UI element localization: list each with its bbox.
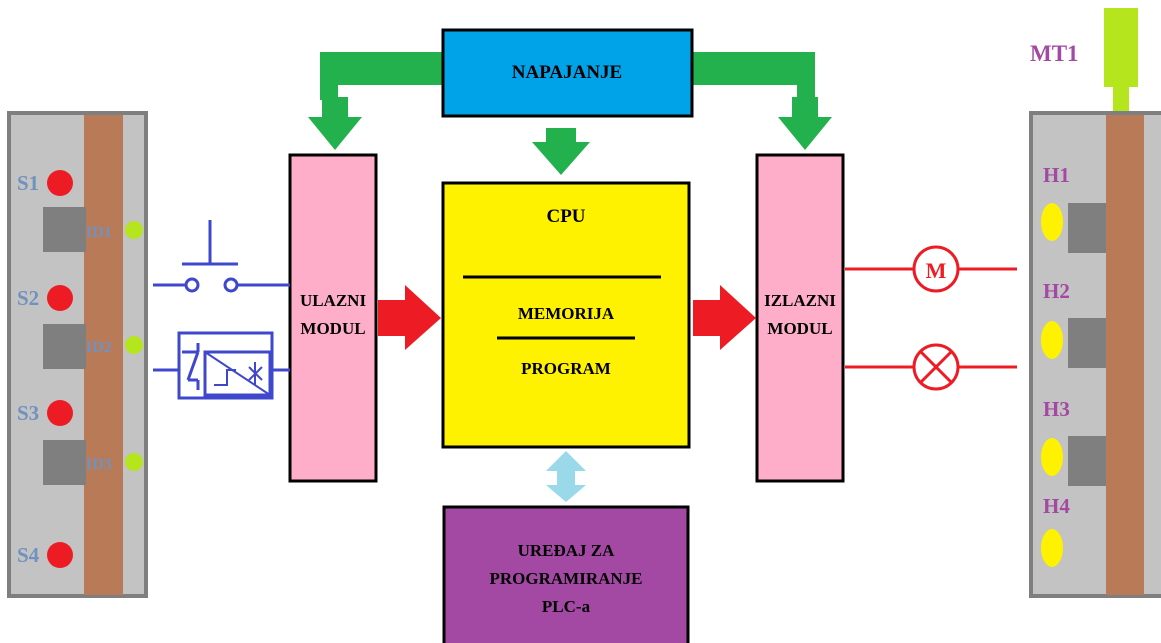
power-drop-left xyxy=(320,52,338,100)
sensor-face-1 xyxy=(43,207,86,252)
switch-label-s4: S4 xyxy=(17,543,40,567)
input-module-block xyxy=(288,153,378,483)
sensor-led-id2 xyxy=(125,336,143,354)
output-module-label-line1: IZLAZNI xyxy=(764,291,836,310)
power-drop-right xyxy=(797,52,815,100)
proximity-sensor-symbol xyxy=(153,331,290,400)
output-module-label-line2: MODUL xyxy=(767,319,832,338)
programming-device-block xyxy=(442,505,690,643)
lamp-label-h2: H2 xyxy=(1043,279,1070,303)
motor-mt1-body xyxy=(1104,8,1138,87)
output-wiring xyxy=(845,267,1017,369)
sensor-label-id3: ID3 xyxy=(86,456,112,473)
lamp-label-h4: H4 xyxy=(1043,494,1070,518)
programming-bus-arrow xyxy=(546,451,586,502)
lamp-label-h1: H1 xyxy=(1043,163,1070,187)
switch-lamp-s2 xyxy=(47,285,73,311)
power-supply-block xyxy=(441,28,694,118)
switch-label-s1: S1 xyxy=(17,171,39,195)
motor-mt1-shaft xyxy=(1113,85,1129,112)
switch-lamp-s3 xyxy=(47,400,73,426)
switch-lamp-s1 xyxy=(47,170,73,196)
output-panel-strip xyxy=(1106,115,1144,595)
lamp-h2 xyxy=(1041,321,1063,359)
power-distribution xyxy=(308,52,832,175)
power-arrow-to-output-module xyxy=(778,97,832,150)
output-module-block xyxy=(755,153,845,483)
cpu-block xyxy=(441,181,691,449)
power-bus-left xyxy=(320,52,445,85)
lamp-h1 xyxy=(1041,203,1063,241)
sensor-face-2 xyxy=(43,324,86,369)
signal-arrow-input-to-cpu xyxy=(378,285,441,350)
lamp-label-h3: H3 xyxy=(1043,397,1070,421)
input-panel: S1 S2 S3 S4 ID1 ID2 ID3 xyxy=(7,111,148,598)
output-face-2 xyxy=(1068,318,1106,368)
program-label: PROGRAM xyxy=(521,359,611,378)
sensor-label-id1: ID1 xyxy=(86,224,112,241)
switch-label-s2: S2 xyxy=(17,286,39,310)
motor-symbol xyxy=(912,245,960,293)
output-panel: H1 H2 H3 H4 xyxy=(1029,8,1161,598)
power-bus-right xyxy=(690,52,815,85)
switch-lamp-s4 xyxy=(47,542,73,568)
motor-symbol-label: M xyxy=(926,258,947,283)
lamp-h4 xyxy=(1041,529,1063,567)
motor-label-mt1: MT1 xyxy=(1030,41,1079,66)
power-arrow-to-cpu xyxy=(532,128,590,175)
programming-device-label-line3: PLC-a xyxy=(542,597,591,616)
switch-label-s3: S3 xyxy=(17,401,39,425)
input-panel-strip xyxy=(84,115,123,595)
sensor-led-id3 xyxy=(125,453,143,471)
push-button-symbol xyxy=(153,220,290,293)
memory-label: MEMORIJA xyxy=(518,304,615,323)
sensor-led-id1 xyxy=(125,221,143,239)
power-arrow-to-input-module xyxy=(308,97,362,150)
power-supply-label: NAPAJANJE xyxy=(512,62,622,83)
programming-device-label-line2: PROGRAMIRANJE xyxy=(490,569,643,588)
lamp-h3 xyxy=(1041,438,1063,476)
output-face-1 xyxy=(1068,203,1106,253)
output-face-3 xyxy=(1068,436,1106,486)
sensor-label-id2: ID2 xyxy=(86,339,112,356)
programming-device-label-line1: UREĐAJ ZA xyxy=(518,541,616,560)
lamp-symbol xyxy=(912,343,960,391)
signal-arrow-cpu-to-output xyxy=(693,285,756,350)
cpu-title: CPU xyxy=(546,206,585,227)
sensor-face-3 xyxy=(43,440,86,485)
input-module-label-line2: MODUL xyxy=(300,319,365,338)
input-module-label-line1: ULAZNI xyxy=(300,291,367,310)
